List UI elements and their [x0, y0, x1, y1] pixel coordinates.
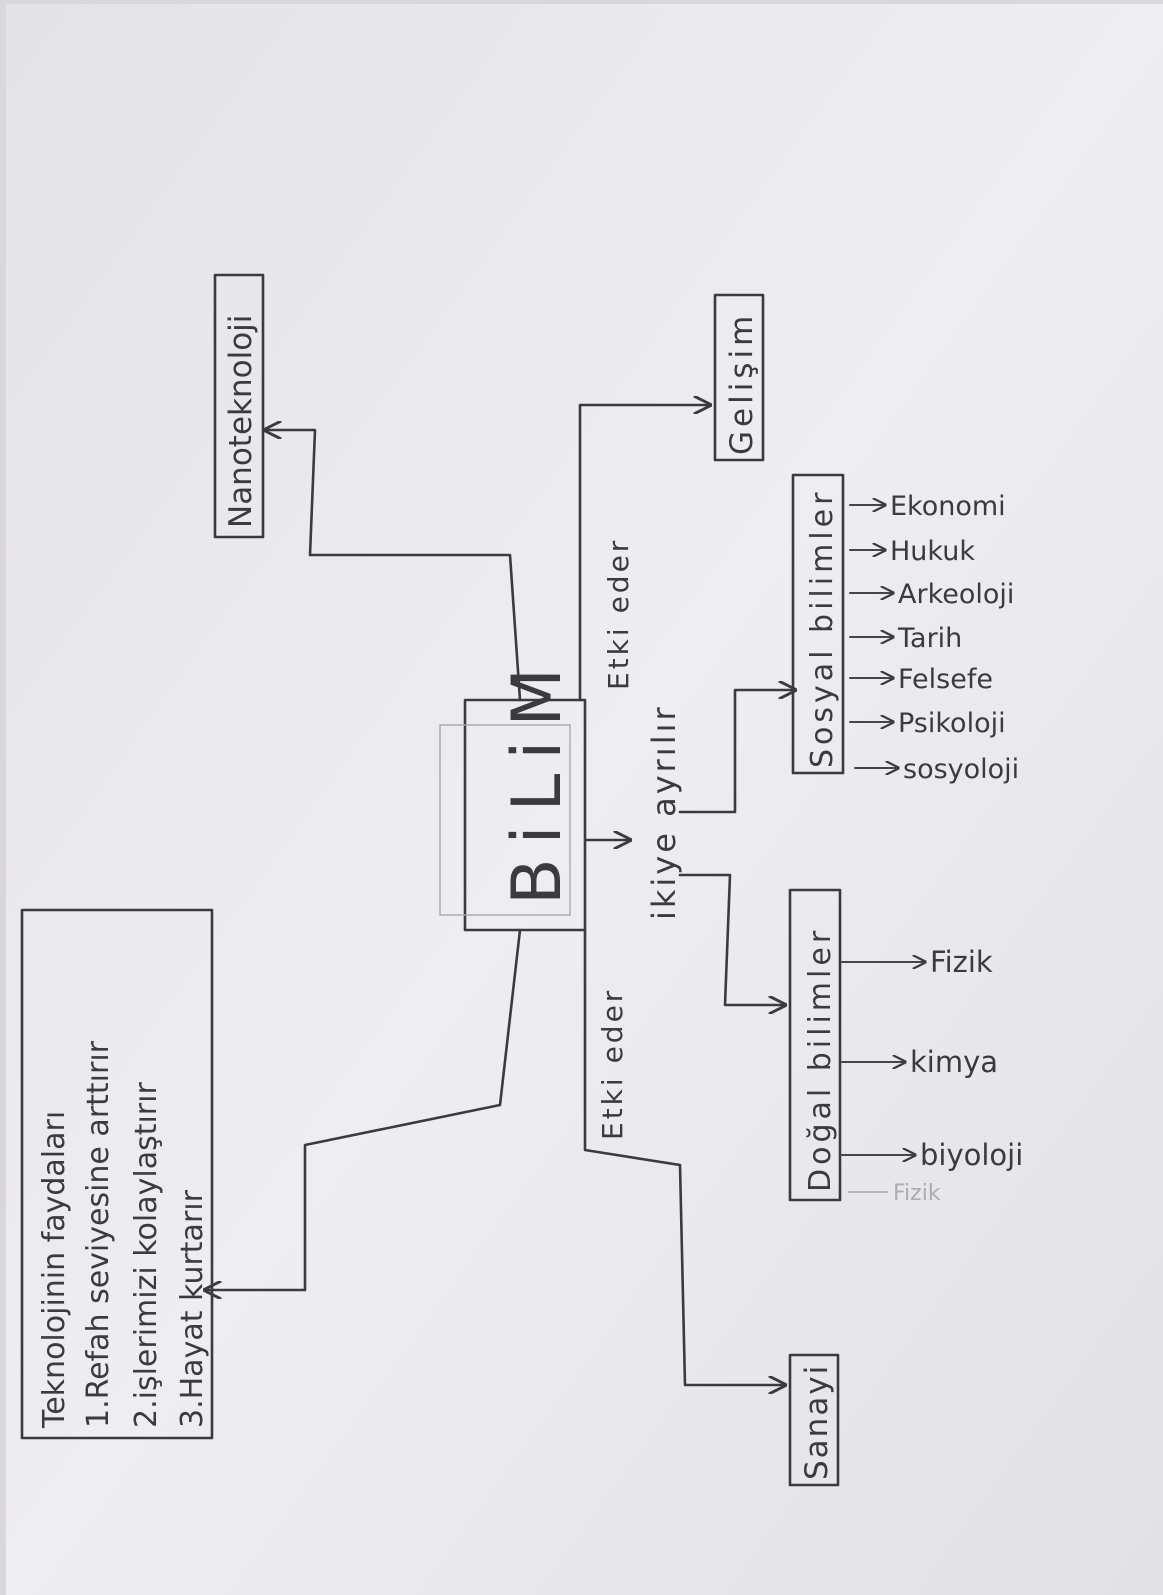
social-item: Tarih: [897, 623, 962, 654]
natural-sciences-box: [788, 888, 842, 1202]
benefits-title: Teknolojinin faydaları: [37, 1111, 72, 1429]
center-box: [463, 698, 587, 932]
social-item: sosyoloji: [903, 754, 1019, 785]
natural-sciences-list: Fizik kimya biyoloji Fizik: [841, 945, 1023, 1206]
social-item: Hukuk: [890, 536, 975, 567]
development-label: Gelişim: [724, 312, 760, 455]
center-label: BiLiM: [498, 654, 577, 905]
social-item: Ekonomi: [890, 491, 1006, 522]
benefits-box: [20, 908, 214, 1440]
connector-to-natural-sciences: [678, 873, 785, 1005]
edge-label-affects-top: Etki eder: [602, 538, 635, 690]
industry-label: Sanayi: [799, 1364, 835, 1480]
industry-box: [788, 1353, 840, 1487]
edge-label-splits: ikiye ayrılır: [645, 704, 683, 920]
connector-to-nanotechnology: [265, 430, 522, 702]
connector-to-industry: [583, 928, 785, 1385]
connector-to-benefits: [205, 928, 522, 1290]
social-item: Felsefe: [898, 664, 993, 695]
benefit-item: 2.işlerimizi kolaylaştırır: [129, 1082, 164, 1428]
benefit-item: 1.Refah seviyesine arttırır: [81, 1040, 116, 1428]
nanotechnology-label: Nanoteknoloji: [223, 315, 259, 528]
social-sciences-box: [791, 473, 845, 775]
benefit-item: 3.Hayat kurtarır: [175, 1189, 210, 1428]
connector-to-development: [578, 405, 710, 702]
social-sciences-title: Sosyal bilimler: [805, 489, 840, 768]
erased-text: Fizik: [893, 1181, 941, 1206]
natural-item: kimya: [910, 1045, 998, 1079]
natural-sciences-title: Doğal bilimler: [803, 927, 838, 1192]
connector-to-social-sciences: [678, 690, 795, 814]
edge-label-affects-bottom: Etki eder: [596, 988, 629, 1140]
center-box-sketch-outline: [439, 724, 571, 916]
social-item: Arkeoloji: [898, 579, 1014, 610]
natural-item: biyoloji: [920, 1138, 1023, 1172]
development-box: [713, 293, 765, 462]
nanotechnology-box: [213, 273, 265, 539]
natural-item: Fizik: [930, 945, 993, 979]
social-sciences-list: Ekonomi Hukuk Arkeoloji Tarih Felsefe Ps…: [849, 491, 1019, 785]
social-item: Psikoloji: [898, 708, 1006, 739]
